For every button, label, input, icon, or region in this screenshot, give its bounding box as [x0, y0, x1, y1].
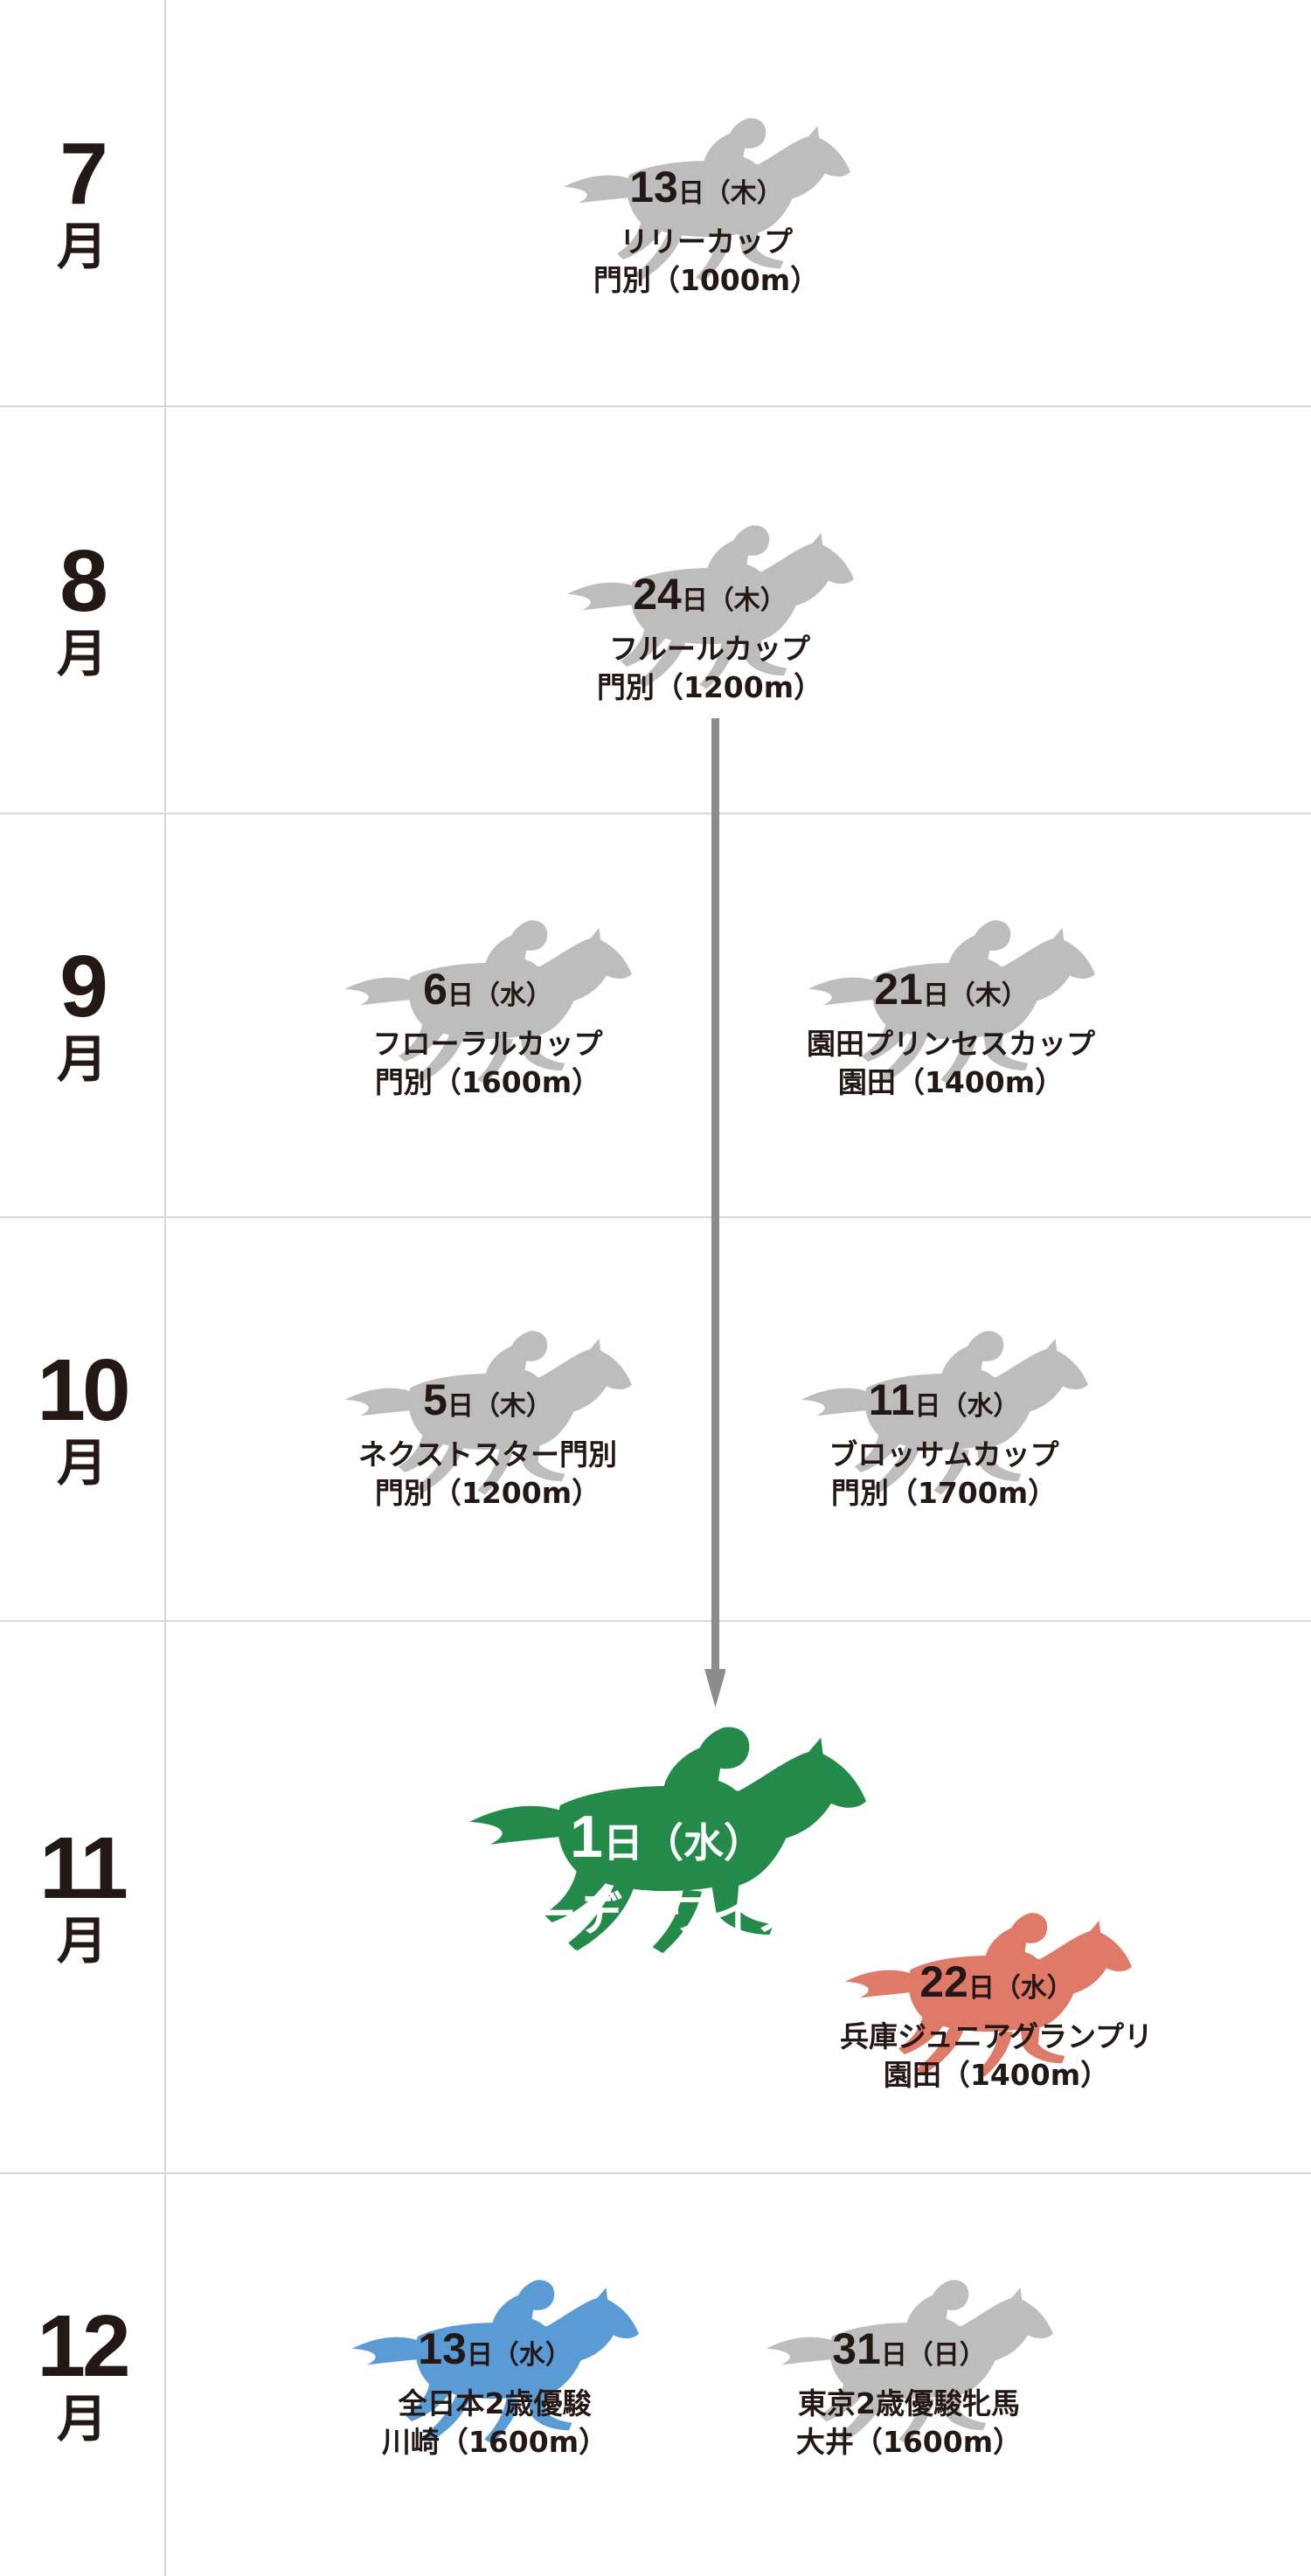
month-label: 9 月: [0, 814, 164, 1216]
race-day: 24: [633, 570, 682, 619]
month-number: 10: [37, 1341, 130, 1439]
race-text: 11日（水） ブロッサムカップ 門別（1700m）: [795, 1375, 1092, 1513]
race-venue: 門別（1200m）: [596, 670, 823, 704]
race-weekday: 日（木）: [677, 178, 783, 209]
race-day: 11: [868, 1375, 915, 1424]
race-name: フルールカップ: [608, 632, 810, 666]
race-name: 園田プリンセスカップ: [807, 1027, 1095, 1061]
race-name: エーデルワイス賞: [485, 1889, 849, 1942]
month-number: 12: [37, 2297, 130, 2395]
race-name: フローラルカップ: [372, 1027, 603, 1061]
month-row-dec: 12 月 13日（水） 全日本2歳優駿 川崎（1600m） 31日（日） 東京2…: [0, 2174, 1311, 2576]
month-row-sep: 9 月 6日（水） フローラルカップ 門別（1600m） 21日（木） 園田プリ…: [0, 814, 1311, 1218]
race-venue: 門別（1000m）: [593, 263, 820, 297]
race-venue: 門別（1700m）: [830, 1476, 1058, 1510]
race-date: 11日（水）: [795, 1375, 1092, 1436]
race-name: リリーカップ: [620, 225, 793, 259]
race-blossom-cup[interactable]: 11日（水） ブロッサムカップ 門別（1700m）: [795, 1316, 1092, 1510]
month-row-nov: 11 月 1日（水） エーデルワイス賞 門別（1200m） 22日（水） 兵庫ジ…: [0, 1622, 1311, 2174]
race-weekday: 日（水）: [914, 1391, 1020, 1422]
month-suffix: 月: [56, 217, 108, 276]
month-suffix: 月: [56, 2389, 108, 2448]
race-weekday: 日（木）: [922, 980, 1028, 1011]
race-day: 31: [832, 2324, 881, 2373]
race-date: 21日（木）: [767, 965, 1134, 1025]
race-date: 24日（木）: [561, 570, 858, 630]
month-number: 9: [59, 938, 108, 1035]
race-date: 1日（水）: [435, 1804, 898, 1887]
month-number: 8: [59, 532, 108, 630]
race-weekday: 日（木）: [681, 585, 787, 616]
month-suffix: 月: [56, 1911, 108, 1970]
month-row-oct: 10 月 5日（木） ネクストスター門別 門別（1200m） 11日（水） ブロ…: [0, 1218, 1311, 1622]
race-date: 22日（水）: [804, 1957, 1189, 2018]
race-text: 13日（水） 全日本2歳優駿 川崎（1600m）: [346, 2324, 643, 2462]
race-day: 5: [423, 1375, 447, 1424]
race-name: ネクストスター門別: [357, 1437, 617, 1472]
race-weekday: 日（水）: [968, 1973, 1073, 2004]
race-weekday: 日（木）: [447, 1391, 552, 1422]
month-label: 11 月: [0, 1622, 164, 2172]
race-day: 1: [570, 1804, 603, 1870]
race-text: 22日（水） 兵庫ジュニアグランプリ 園田（1400m）: [804, 1957, 1189, 2095]
race-weekday: 日（水）: [602, 1819, 764, 1866]
race-weekday: 日（水）: [466, 2340, 572, 2371]
race-text: 13日（木） リリーカップ 門別（1000m）: [558, 163, 855, 300]
month-label: 10 月: [0, 1218, 164, 1620]
race-name: 全日本2歳優駿: [398, 2386, 592, 2420]
race-name: ブロッサムカップ: [829, 1437, 1059, 1472]
race-sonoda-princess-cup[interactable]: 21日（木） 園田プリンセスカップ 園田（1400m）: [802, 905, 1099, 1099]
month-number: 7: [59, 125, 108, 223]
race-zen-nihon-nisai-yushun[interactable]: 13日（水） 全日本2歳優駿 川崎（1600m）: [346, 2265, 643, 2459]
month-suffix: 月: [56, 624, 108, 683]
race-text: 24日（木） フルールカップ 門別（1200m）: [561, 570, 858, 707]
race-lily-cup[interactable]: 13日（木） リリーカップ 門別（1000m）: [558, 103, 855, 297]
race-venue: 門別（1600m）: [374, 1065, 601, 1099]
race-day: 21: [874, 965, 923, 1014]
race-text: 1日（水） エーデルワイス賞 門別（1200m）: [435, 1804, 898, 2002]
race-text: 6日（水） フローラルカップ 門別（1600m）: [339, 965, 636, 1102]
race-day: 6: [423, 965, 447, 1014]
month-suffix: 月: [56, 1029, 108, 1089]
race-venue: 園田（1400m）: [837, 1065, 1065, 1099]
month-column-divider: [164, 0, 166, 2576]
race-text: 21日（木） 園田プリンセスカップ 園田（1400m）: [767, 965, 1134, 1102]
race-date: 31日（日）: [734, 2324, 1084, 2385]
race-venue: 園田（1400m）: [883, 2058, 1110, 2092]
race-floral-cup[interactable]: 6日（水） フローラルカップ 門別（1600m）: [339, 905, 636, 1099]
race-venue: 門別（1200m）: [374, 1476, 601, 1510]
race-venue: 大井（1600m）: [795, 2425, 1023, 2459]
qualification-arrow: [704, 718, 725, 1707]
race-date: 6日（水）: [339, 965, 636, 1025]
race-venue: 川崎（1600m）: [381, 2425, 608, 2459]
race-date: 5日（木）: [304, 1375, 671, 1436]
race-edelweiss-sho[interactable]: 1日（水） エーデルワイス賞 門別（1200m）: [461, 1709, 872, 1999]
month-suffix: 月: [56, 1433, 108, 1492]
race-text: 5日（木） ネクストスター門別 門別（1200m）: [304, 1375, 671, 1513]
month-label: 12 月: [0, 2174, 164, 2576]
race-next-star-monbetsu[interactable]: 5日（木） ネクストスター門別 門別（1200m）: [339, 1316, 636, 1510]
race-name: 兵庫ジュニアグランプリ: [839, 2019, 1154, 2053]
month-row-aug: 8 月 24日（木） フルールカップ 門別（1200m）: [0, 407, 1311, 814]
month-label: 7 月: [0, 0, 164, 405]
race-day: 13: [418, 2324, 467, 2373]
race-day: 22: [919, 1957, 968, 2006]
race-venue: 門別（1200m）: [489, 1947, 845, 1999]
month-number: 11: [39, 1819, 128, 1917]
race-date: 13日（木）: [558, 163, 855, 223]
race-tokyo-nisai-yushun-hinba[interactable]: 31日（日） 東京2歳優駿牝馬 大井（1600m）: [760, 2265, 1058, 2459]
race-day: 13: [629, 163, 678, 211]
race-weekday: 日（日）: [880, 2340, 986, 2371]
race-text: 31日（日） 東京2歳優駿牝馬 大井（1600m）: [734, 2324, 1084, 2462]
race-hyogo-junior-grand-prix[interactable]: 22日（水） 兵庫ジュニアグランプリ 園田（1400m）: [839, 1898, 1153, 2092]
race-name: 東京2歳優駿牝馬: [798, 2386, 1020, 2420]
race-weekday: 日（水）: [447, 980, 552, 1011]
month-row-jul: 7 月 13日（木） リリーカップ 門別（1000m）: [0, 0, 1311, 407]
race-fleur-cup[interactable]: 24日（木） フルールカップ 門別（1200m）: [561, 510, 858, 704]
race-date: 13日（水）: [346, 2324, 643, 2385]
month-label: 8 月: [0, 407, 164, 813]
